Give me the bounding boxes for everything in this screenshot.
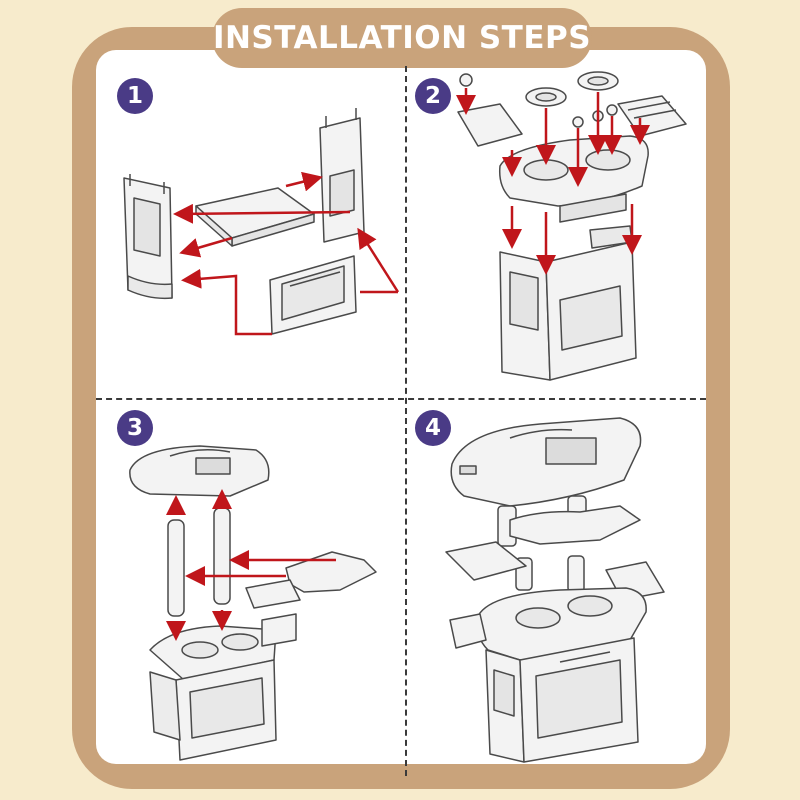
step-2-diagram [457,71,687,381]
step-1-badge: 1 [117,78,153,114]
page-title: INSTALLATION STEPS [212,8,592,68]
stove-base [149,613,297,761]
step-1-arrows [178,171,400,336]
support-posts [167,507,231,617]
range-hood [129,445,270,497]
assembled-cooktop [449,587,647,661]
step-3-badge: 3 [117,410,153,446]
countertop [498,135,649,223]
dish-rack [617,95,687,137]
step-4-diagram [445,417,665,763]
shelf-board [195,187,315,247]
step-2-badge: 2 [415,78,451,114]
assembled-cabinet [485,637,639,763]
cabinet-base [499,225,637,381]
burner-grates [525,71,619,107]
right-side-panel [319,108,365,243]
step-3-arrows [166,489,336,641]
assembled-hood [450,417,642,507]
step-3-diagram [129,445,377,761]
step-1-diagram [123,108,365,335]
assembled-shelves [445,505,665,601]
step-4-badge: 4 [415,410,451,446]
step-2-arrows [456,88,650,275]
vertical-divider [405,66,407,776]
oven-door [269,255,357,335]
middle-shelf [245,551,377,609]
horizontal-divider [96,398,706,400]
left-side-panel [123,174,173,300]
side-tray-left [457,103,523,147]
